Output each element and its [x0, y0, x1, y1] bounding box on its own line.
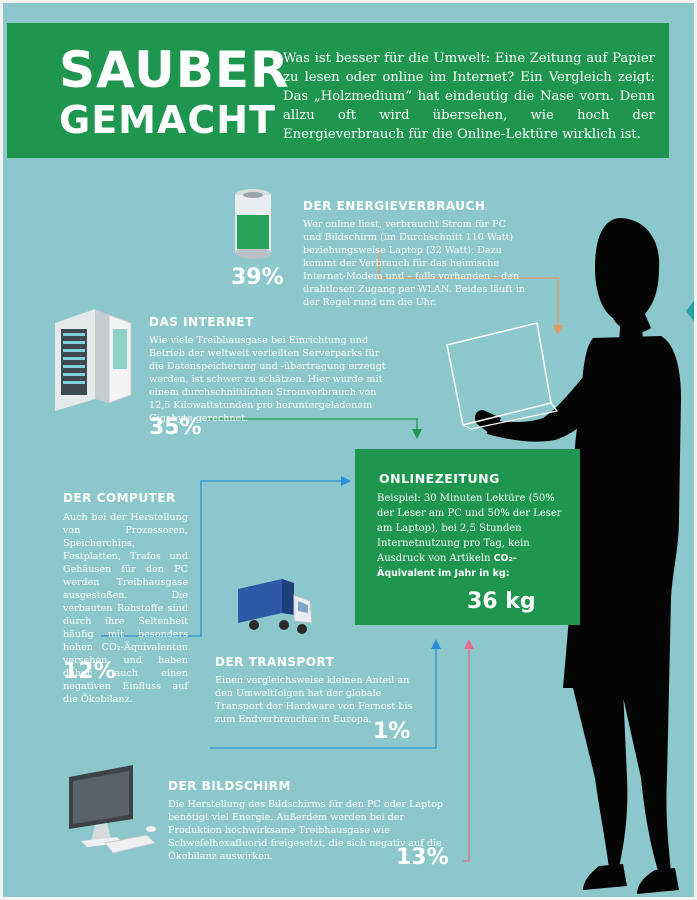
computer-text: Auch bei der Herstellung von Prozessoren…: [63, 512, 188, 705]
energie-text: Wer online liest, verbraucht Strom für P…: [303, 219, 525, 308]
battery-icon: [235, 189, 271, 259]
online-text: Beispiel: 30 Minuten Lektüre (50% der Le…: [377, 491, 565, 581]
computer-percent: 12%: [63, 659, 116, 684]
energie-title: DER ENERGIEVERBRAUCH: [303, 199, 486, 213]
bildschirm-percent: 13%: [396, 845, 449, 870]
transport-text: Einen vergleichsweise kleinen Anteil an …: [215, 675, 413, 725]
online-description: Beispiel: 30 Minuten Lektüre (50% der Le…: [377, 493, 562, 564]
desktop-computer-icon: [69, 765, 156, 854]
header-banner: SAUBER GEMACHT Was ist besser für die Um…: [7, 23, 669, 158]
online-co2-label: CO₂-Äquivalent im Jahr in kg:: [377, 553, 517, 579]
page-title: SAUBER GEMACHT: [59, 45, 290, 139]
infographic-page: SAUBER GEMACHT Was ist besser für die Um…: [3, 3, 694, 897]
internet-title: DAS INTERNET: [149, 315, 254, 329]
transport-percent: 1%: [373, 719, 411, 744]
internet-percent: 35%: [149, 415, 202, 440]
energie-percent: 39%: [231, 265, 284, 290]
title-line2: GEMACHT: [59, 98, 276, 142]
truck-icon: [238, 579, 313, 634]
online-title: ONLINEZEITUNG: [379, 471, 500, 486]
computer-title: DER COMPUTER: [63, 491, 176, 505]
internet-text: Wie viele Treibhausgase bei Einrichtung …: [149, 335, 386, 424]
laptop-outline-icon: [446, 322, 559, 430]
transport-title: DER TRANSPORT: [215, 655, 335, 669]
bildschirm-text: Die Herstellung des Bildschirms für den …: [168, 799, 444, 862]
woman-laptop-silhouette: [475, 218, 681, 894]
bildschirm-title: DER BILDSCHIRM: [168, 779, 291, 793]
online-newspaper-box: ONLINEZEITUNG Beispiel: 30 Minuten Lektü…: [355, 449, 580, 625]
intro-text: Was ist besser für die Umwelt: Eine Zeit…: [283, 51, 655, 142]
online-value: 36 kg: [467, 589, 536, 614]
server-rack-icon: [55, 309, 132, 411]
connector-lines: [101, 249, 563, 862]
decorative-tab: [686, 285, 694, 337]
title-line1: SAUBER: [59, 41, 290, 99]
